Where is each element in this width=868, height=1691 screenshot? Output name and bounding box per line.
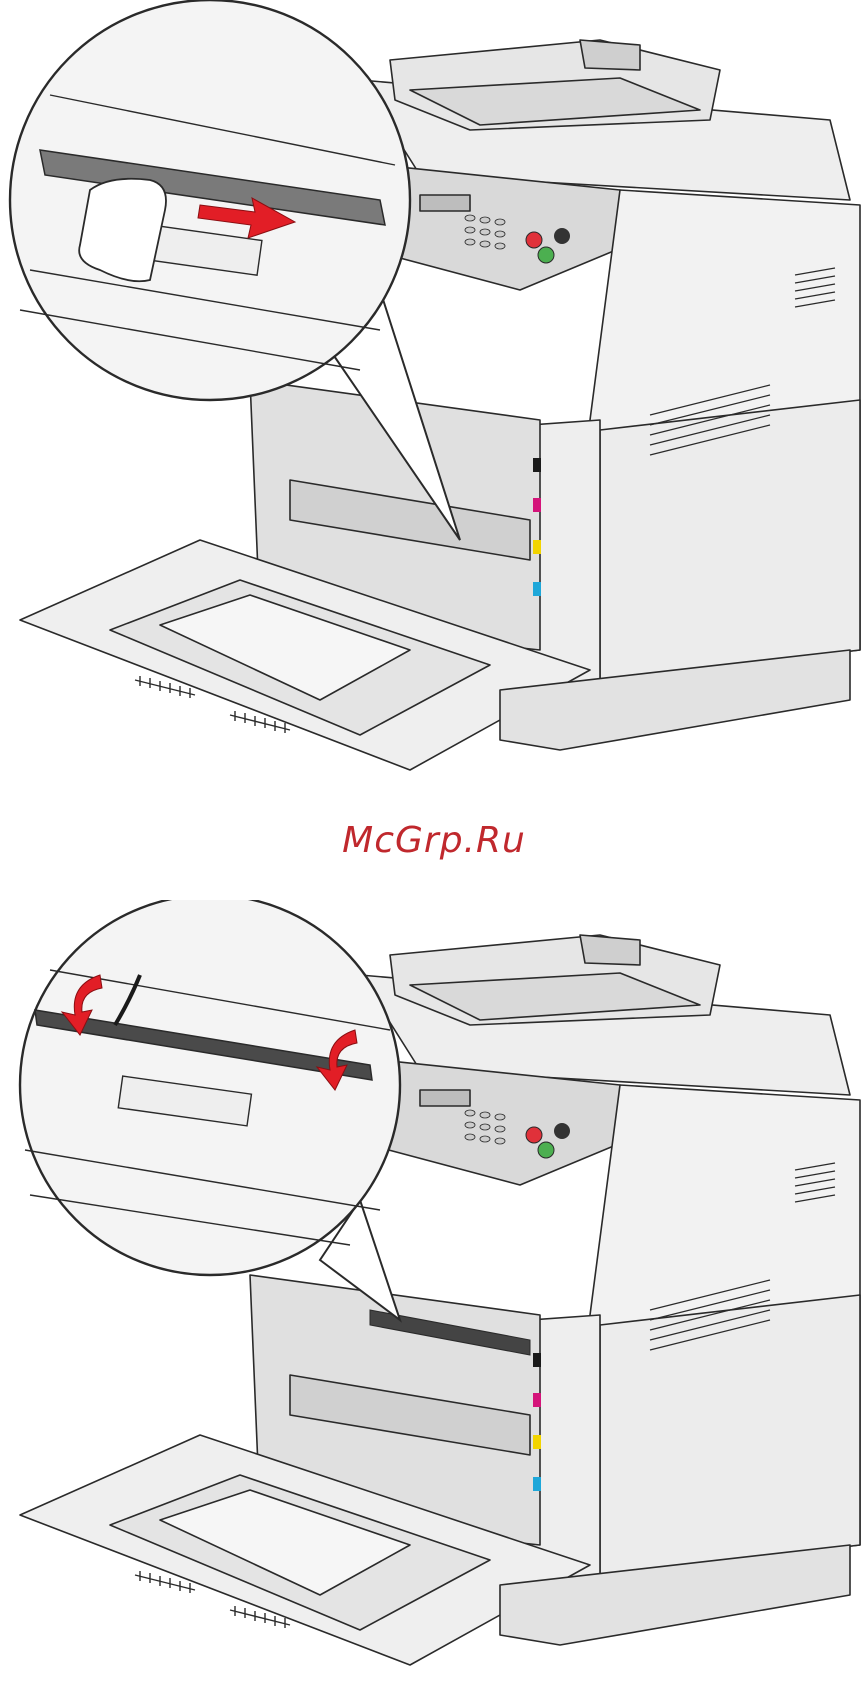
toner-black-indicator (533, 458, 541, 472)
toner-black-indicator (533, 1353, 541, 1367)
callout-magnifier (20, 900, 400, 1275)
toner-magenta-indicator (533, 498, 541, 512)
printer-illustration-bottom (0, 900, 868, 1691)
power-button-icon (554, 228, 570, 244)
stop-button-icon (526, 232, 542, 248)
toner-magenta-indicator (533, 1393, 541, 1407)
printer-illustration-top (0, 0, 868, 790)
power-button-icon (554, 1123, 570, 1139)
hand-icon (79, 179, 166, 282)
start-button-icon (538, 1142, 554, 1158)
toner-cyan-indicator (533, 1477, 541, 1491)
watermark-text: McGrp.Ru (0, 820, 868, 861)
toner-yellow-indicator (533, 540, 541, 554)
printer-drawing-top (0, 0, 868, 790)
stop-button-icon (526, 1127, 542, 1143)
printer-drawing-bottom (0, 900, 868, 1691)
toner-cyan-indicator (533, 582, 541, 596)
start-button-icon (538, 247, 554, 263)
toner-yellow-indicator (533, 1435, 541, 1449)
